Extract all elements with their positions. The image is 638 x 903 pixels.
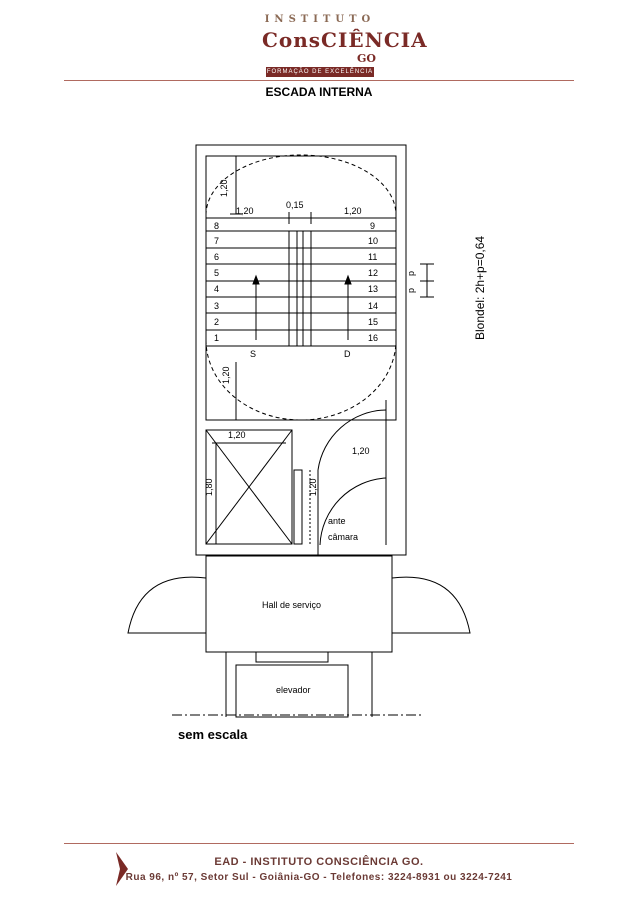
blondel-formula: Blondel: 2h+p=0,64 — [473, 236, 487, 340]
step-14: 14 — [368, 301, 378, 311]
up-label: S — [250, 349, 256, 359]
step-4: 4 — [214, 284, 219, 294]
step-6: 6 — [214, 252, 219, 262]
top-landing-arc — [205, 154, 397, 216]
step-16: 16 — [368, 333, 378, 343]
step-3: 3 — [214, 301, 219, 311]
chevron-right-icon — [116, 852, 128, 886]
dim-label-top: 1,20 — [219, 179, 229, 197]
ante-label: ante — [328, 516, 346, 526]
steps — [206, 230, 396, 347]
dim-label-shaft-height: 1,80 — [204, 478, 214, 496]
dim-label-bottom: 1,20 — [221, 366, 231, 384]
step-7: 7 — [214, 236, 219, 246]
down-label: D — [344, 349, 351, 359]
footer-line1: EAD - INSTITUTO CONSCIÊNCIA GO. — [214, 856, 424, 868]
footer-rule — [64, 843, 574, 844]
dim-label-door: 1,20 — [308, 478, 318, 496]
step-9: 9 — [370, 221, 375, 231]
outer-wall — [195, 144, 407, 556]
door-right-curve — [391, 576, 471, 634]
dim-label-gap: 0,15 — [286, 200, 304, 210]
tread-label-2: p — [406, 288, 416, 293]
page-title: ESCADA INTERNA — [265, 85, 373, 99]
step-8: 8 — [214, 221, 219, 231]
shaft — [205, 429, 293, 545]
handrail-right — [302, 230, 312, 347]
handrail-left — [288, 230, 298, 347]
camara-label: câmara — [328, 532, 358, 542]
step-5: 5 — [214, 268, 219, 278]
step-13: 13 — [368, 284, 378, 294]
inner-wall — [205, 155, 397, 421]
dim-label-flight-right: 1,20 — [344, 206, 362, 216]
elevator-label: elevador — [276, 685, 311, 695]
logo-line1: INSTITUTO — [264, 14, 376, 25]
bottom-landing-arc — [205, 339, 397, 421]
step-12: 12 — [368, 268, 378, 278]
logo-tagline: FORMAÇÃO DE EXCELÊNCIA — [266, 67, 374, 77]
step-11: 11 — [368, 252, 377, 262]
partition-left — [293, 469, 303, 545]
scale-note: sem escala — [178, 727, 248, 742]
dim-label-door-2: 1,20 — [352, 446, 370, 456]
header-rule — [64, 80, 574, 81]
dim-label-flight-left: 1,20 — [236, 206, 254, 216]
hall-label: Hall de serviço — [262, 600, 321, 610]
elevator-threshold — [255, 651, 329, 663]
step-2: 2 — [214, 317, 219, 327]
door-left-curve — [127, 576, 207, 634]
door-swing-upper — [317, 409, 387, 471]
step-1: 1 — [214, 333, 219, 343]
dim-label-shaft-width: 1,20 — [228, 430, 246, 440]
step-10: 10 — [368, 236, 378, 246]
logo-line3: GO — [357, 52, 376, 65]
door-swing-lower — [319, 477, 387, 546]
up-arrowhead — [252, 274, 260, 285]
step-15: 15 — [368, 317, 378, 327]
tread-label-1: p — [406, 271, 416, 276]
footer-line2: Rua 96, nº 57, Setor Sul - Goiânia-GO - … — [125, 872, 513, 883]
down-arrowhead — [344, 274, 352, 285]
